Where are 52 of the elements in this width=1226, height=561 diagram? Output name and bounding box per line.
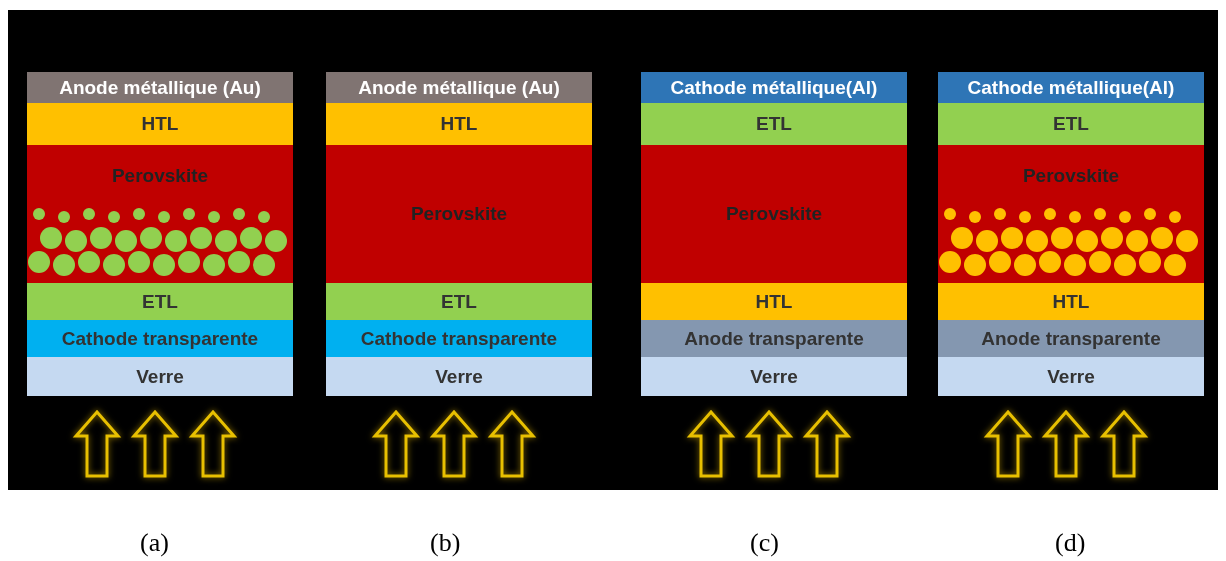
layer-band [938,145,1204,283]
layer-band [27,357,293,396]
layer-label: Cathode métallique(Al) [670,76,878,99]
layer-label: HTL [141,113,179,135]
layer-band [641,145,907,283]
layer-label: ETL [1053,113,1089,135]
layer-label: Perovskite [111,165,209,187]
layer-label: Cathode métallique(Al) [967,76,1175,99]
layer-label: HTL [440,113,478,135]
layer-label: Verre [750,365,798,388]
layer-band [641,72,907,103]
layer-band [641,283,907,320]
layer-label: HTL [755,290,793,313]
layer-label: Perovskite [725,203,823,225]
panel-caption: (b) [430,528,461,558]
layer-label: Verre [136,365,184,388]
layer-label: Anode transparente [684,327,864,350]
layer-band [326,357,592,396]
panel-caption: (d) [1055,528,1086,558]
layer-label: Cathode transparente [360,327,558,350]
layer-band [27,145,293,283]
layer-label: ETL [441,290,477,313]
layer-band [641,357,907,396]
panel-caption: (a) [140,528,169,558]
layer-band [27,320,293,357]
layer-band [938,320,1204,357]
layer-band [326,283,592,320]
layer-band [641,320,907,357]
layer-label: Anode métallique (Au) [59,76,261,99]
layer-band [27,72,293,103]
layer-label: ETL [756,113,792,135]
layer-label: Verre [1047,365,1095,388]
layer-label: Perovskite [1022,165,1120,187]
layer-band [326,72,592,103]
layer-label: HTL [1052,290,1090,313]
layer-band [326,103,592,145]
layer-label: Perovskite [410,203,508,225]
layer-label: Anode métallique (Au) [358,76,560,99]
panel-caption: (c) [750,528,779,558]
layer-band [326,145,592,283]
layer-band [641,103,907,145]
layer-band [938,283,1204,320]
layer-label: Verre [435,365,483,388]
layer-label: Cathode transparente [61,327,259,350]
layer-label: ETL [142,290,178,313]
layer-band [938,72,1204,103]
layer-label: Anode transparente [981,327,1161,350]
layer-band [27,103,293,145]
layer-band [938,103,1204,145]
layer-band [938,357,1204,396]
layer-band [326,320,592,357]
layer-band [27,283,293,320]
